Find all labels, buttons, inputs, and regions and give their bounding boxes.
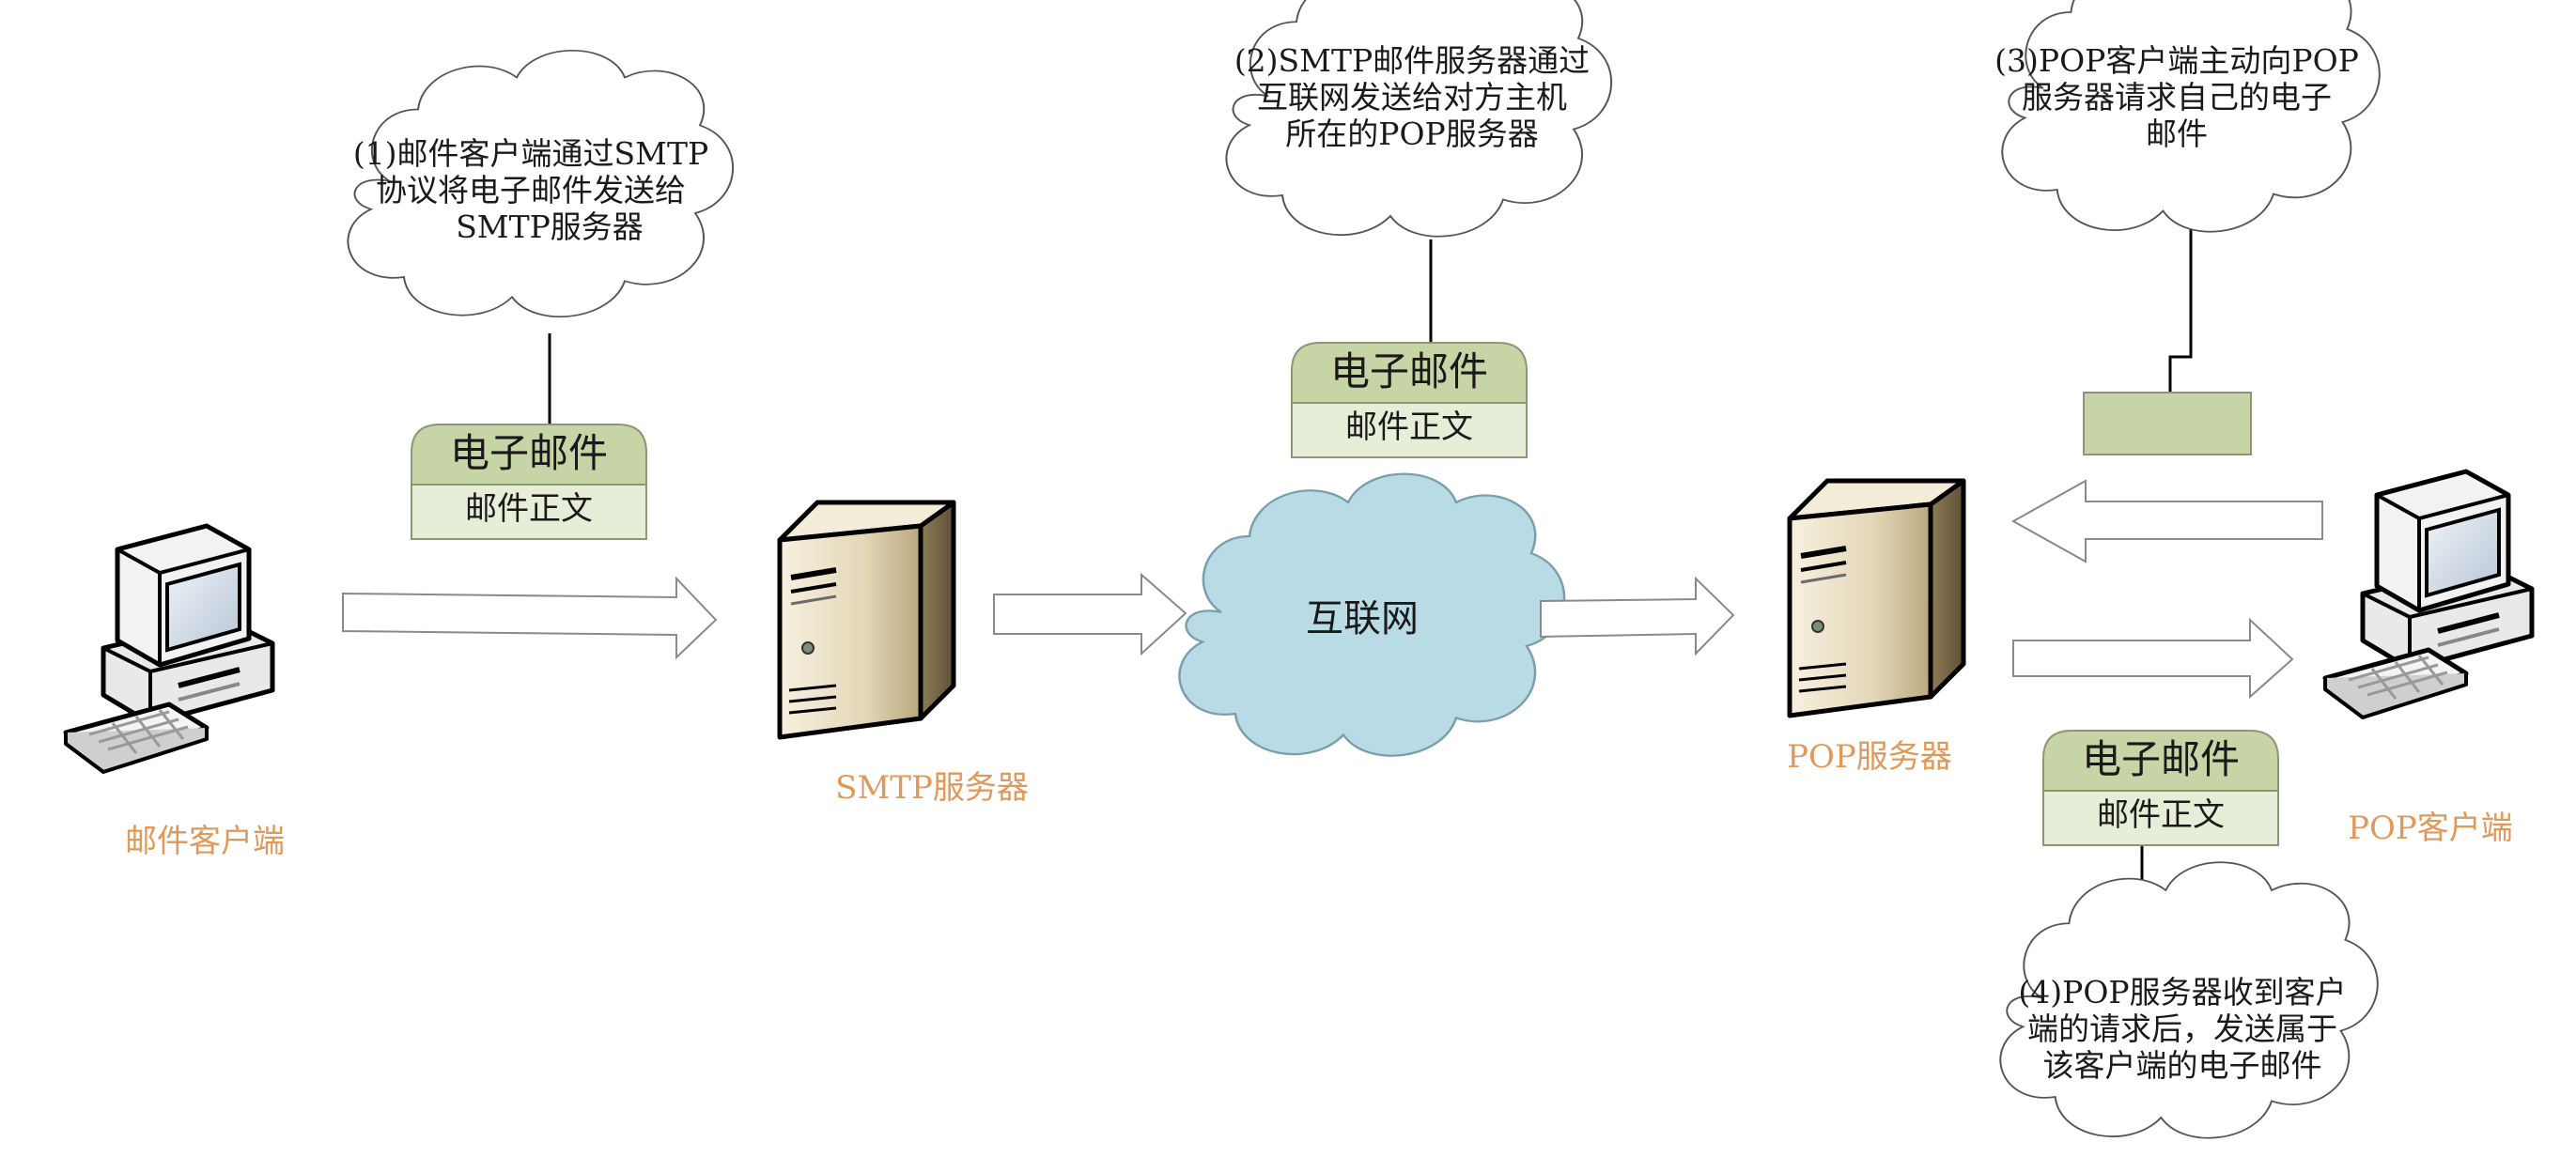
pop-client-label: POP客户端: [2348, 810, 2513, 847]
arrow-smtp-to-internet: [993, 572, 1187, 656]
connector-step3: [2168, 225, 2193, 393]
envelope-3-title: 电子邮件: [2082, 736, 2240, 782]
arrow-client-request-to-pop: [2010, 479, 2323, 563]
smtp-server-icon: [780, 502, 954, 737]
mail-client-label: 邮件客户端: [125, 823, 285, 860]
envelope-2-body: 邮件正文: [1345, 409, 1473, 446]
arrow-pop-to-client: [2012, 617, 2294, 700]
callout-step1-line2: 协议将电子邮件发送给: [376, 172, 686, 208]
callout-step3-line1: (3)POP客户端主动向POP: [1994, 42, 2359, 79]
callout-step2-line2: 互联网发送给对方主机: [1257, 79, 1567, 116]
callout-step1-line3: SMTP服务器: [456, 208, 644, 245]
envelope-2-title: 电子邮件: [1330, 348, 1488, 394]
smtp-server-label: SMTP服务器: [835, 769, 1029, 807]
pop-client-computer-icon: [2325, 471, 2532, 717]
envelope-1-title: 电子邮件: [450, 430, 608, 476]
pop-server-icon: [1790, 481, 1963, 716]
request-packet: [2083, 392, 2252, 455]
internet-label: 互联网: [1306, 597, 1419, 640]
callout-step2-line1: (2)SMTP邮件服务器通过: [1234, 42, 1590, 79]
callout-step1-line1: (1)邮件客户端通过SMTP: [353, 135, 708, 172]
envelope-3-body: 邮件正文: [2097, 796, 2225, 834]
arrow-internet-to-pop: [1540, 576, 1735, 656]
callout-step2-line3: 所在的POP服务器: [1285, 116, 1538, 152]
envelope-1-body: 邮件正文: [465, 490, 593, 528]
callout-step3-line3: 邮件: [2146, 116, 2208, 152]
pop-server-label: POP服务器: [1787, 738, 1952, 776]
callout-step4-line1: (4)POP服务器收到客户: [2018, 974, 2346, 1010]
callout-step3-line2: 服务器请求自己的电子: [2022, 79, 2332, 116]
mail-client-computer-icon: [66, 526, 272, 772]
callout-step4-line3: 该客户端的电子邮件: [2043, 1047, 2322, 1084]
arrow-client-to-smtp: [342, 576, 718, 660]
callout-step4-line2: 端的请求后，发送属于: [2027, 1010, 2337, 1047]
